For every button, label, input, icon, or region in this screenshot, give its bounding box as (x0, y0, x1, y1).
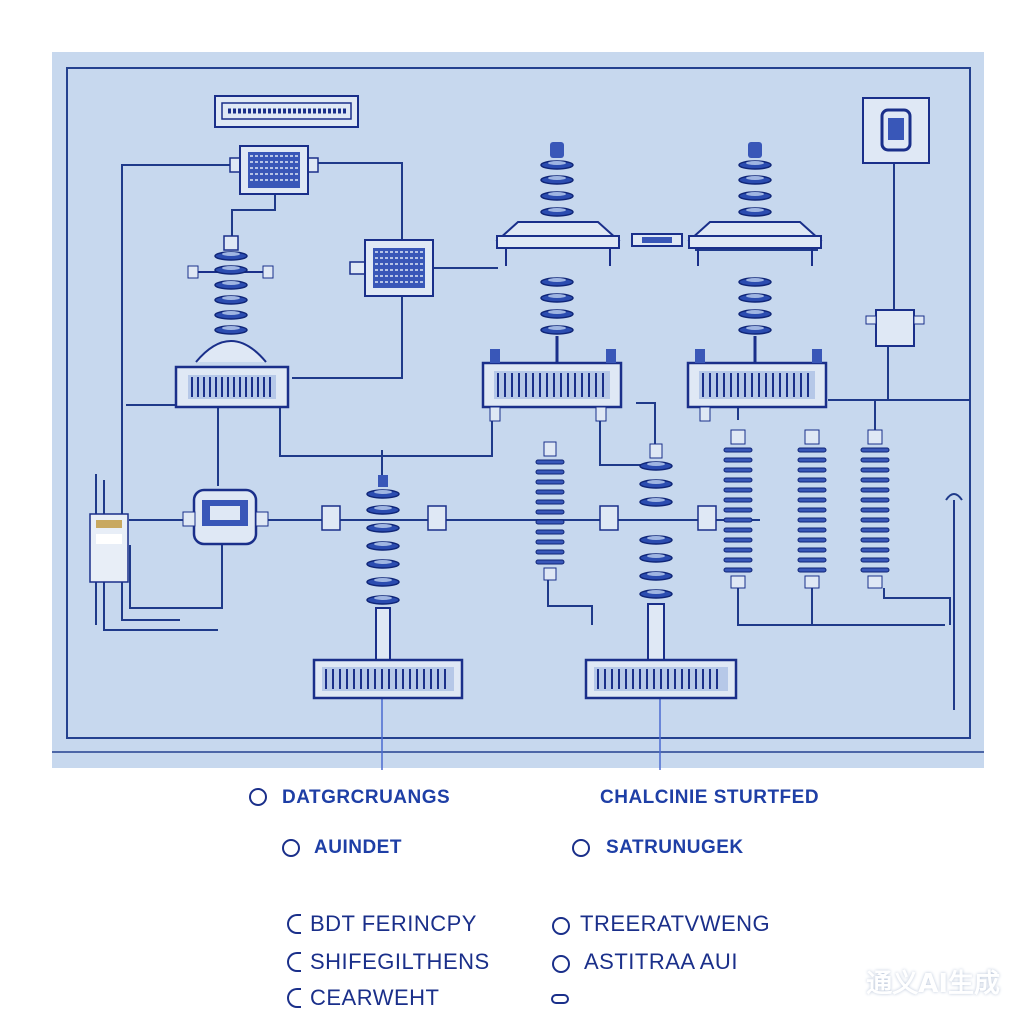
bullet-c-icon (287, 988, 301, 1008)
connector-icon (321, 505, 717, 531)
panel-frame (52, 52, 984, 768)
schematic-diagram (52, 52, 984, 770)
wiring (95, 162, 970, 710)
nameplate-icon (214, 95, 359, 128)
bullet-ring-icon (249, 788, 267, 806)
insulator-stack-icon (860, 429, 890, 589)
label-leaders (381, 698, 661, 770)
transformer-box-icon (312, 658, 464, 700)
transformer-box-icon (481, 349, 623, 422)
insulator-stack-icon (495, 142, 621, 362)
relay-module-icon (349, 239, 434, 297)
connector-icon (631, 233, 683, 247)
bullet-ring-icon (552, 917, 570, 935)
list-left-item: BDT FERINCPY (310, 911, 477, 936)
transformer-box-icon (584, 658, 738, 700)
transformer-box-icon (686, 349, 828, 422)
list-left-item: CEARWEHT (310, 985, 440, 1010)
insulator-stack-icon (687, 142, 823, 362)
transformer-box-icon (174, 365, 290, 409)
list-right-item: TREERATVWENG (580, 911, 771, 936)
right-title: CHALCINIE STURTFED (600, 787, 820, 808)
bullet-pill-icon (551, 994, 569, 1004)
left-subtitle: AUINDET (314, 837, 402, 858)
bullet-ring-icon (282, 839, 300, 857)
insulator-stack-icon (535, 441, 565, 581)
insulator-stack-icon (639, 443, 673, 661)
insulator-stack-icon (366, 475, 400, 661)
right-subtitle: SATRUNUGEK (606, 837, 744, 858)
relay-module-icon (182, 488, 269, 546)
watermark: 通义AI生成 (866, 969, 1000, 999)
bullet-ring-icon (552, 955, 570, 973)
meter-icon (89, 513, 129, 583)
bullet-ring-icon (572, 839, 590, 857)
bullet-c-icon (287, 952, 301, 972)
gauge-box-icon (229, 145, 319, 195)
meter-icon (862, 97, 930, 347)
left-title: DATGRCRUANGS (282, 787, 451, 808)
insulator-stack-icon (187, 235, 274, 363)
insulator-stack-icon (797, 429, 827, 589)
bullet-c-icon (287, 914, 301, 934)
insulator-stack-icon (723, 429, 753, 589)
list-right-item: ASTITRAA AUI (584, 949, 738, 974)
list-left-item: SHIFEGILTHENS (310, 949, 490, 974)
